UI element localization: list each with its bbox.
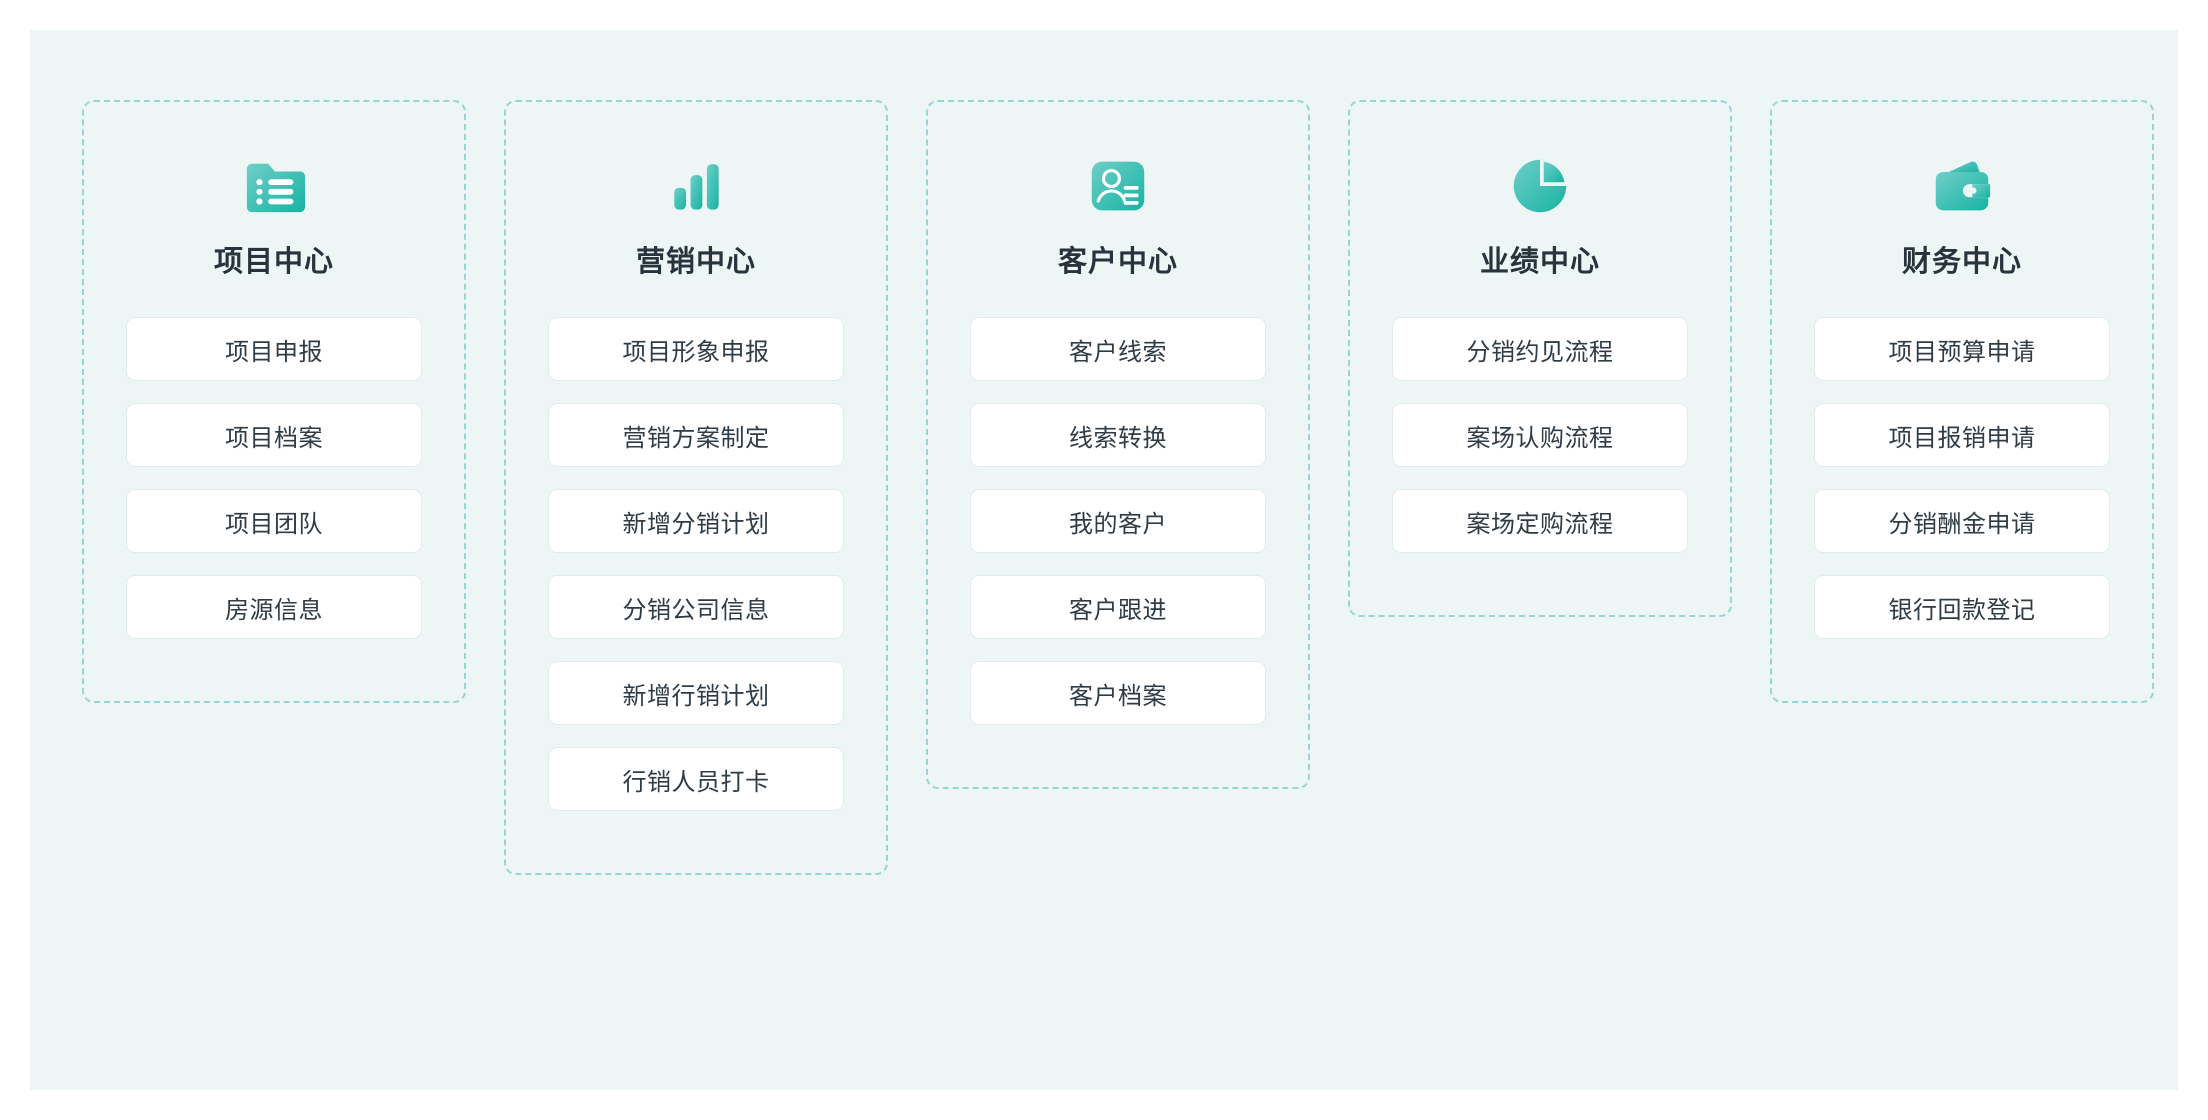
column-title: 项目中心: [213, 246, 334, 278]
folder-list-icon: [238, 150, 310, 222]
menu-item-button[interactable]: 分销约见流程: [1392, 317, 1688, 381]
menu-item-button[interactable]: 案场认购流程: [1392, 403, 1688, 467]
menu-item-button[interactable]: 房源信息: [126, 575, 422, 639]
wallet-icon: [1926, 150, 1998, 222]
menu-item-list: 分销约见流程案场认购流程案场定购流程: [1392, 317, 1688, 553]
contact-card-icon: [1082, 150, 1154, 222]
menu-item-list: 项目预算申请项目报销申请分销酬金申请银行回款登记: [1814, 317, 2110, 639]
module-column: 项目中心项目申报项目档案项目团队房源信息: [82, 100, 466, 703]
menu-item-button[interactable]: 营销方案制定: [548, 403, 844, 467]
module-column: 业绩中心分销约见流程案场认购流程案场定购流程: [1348, 100, 1732, 617]
menu-item-button[interactable]: 银行回款登记: [1814, 575, 2110, 639]
menu-item-button[interactable]: 线索转换: [970, 403, 1266, 467]
column-title: 财务中心: [1901, 246, 2022, 278]
menu-item-button[interactable]: 项目预算申请: [1814, 317, 2110, 381]
module-column: 财务中心项目预算申请项目报销申请分销酬金申请银行回款登记: [1770, 100, 2154, 703]
menu-item-button[interactable]: 项目档案: [126, 403, 422, 467]
pie-chart-icon: [1504, 150, 1576, 222]
menu-item-button[interactable]: 客户档案: [970, 661, 1266, 725]
menu-item-button[interactable]: 我的客户: [970, 489, 1266, 553]
module-column: 客户中心客户线索线索转换我的客户客户跟进客户档案: [926, 100, 1310, 789]
module-column: 营销中心项目形象申报营销方案制定新增分销计划分销公司信息新增行销计划行销人员打卡: [504, 100, 888, 875]
menu-item-button[interactable]: 项目团队: [126, 489, 422, 553]
menu-item-button[interactable]: 项目报销申请: [1814, 403, 2110, 467]
menu-item-button[interactable]: 项目形象申报: [548, 317, 844, 381]
column-title: 客户中心: [1057, 246, 1178, 278]
bar-chart-icon: [660, 150, 732, 222]
menu-item-button[interactable]: 行销人员打卡: [548, 747, 844, 811]
menu-item-button[interactable]: 客户线索: [970, 317, 1266, 381]
menu-item-button[interactable]: 客户跟进: [970, 575, 1266, 639]
menu-item-button[interactable]: 项目申报: [126, 317, 422, 381]
menu-item-button[interactable]: 分销酬金申请: [1814, 489, 2110, 553]
column-title: 营销中心: [635, 246, 756, 278]
menu-item-list: 项目形象申报营销方案制定新增分销计划分销公司信息新增行销计划行销人员打卡: [548, 317, 844, 811]
module-columns: 项目中心项目申报项目档案项目团队房源信息营销中心项目形象申报营销方案制定新增分销…: [82, 100, 2158, 875]
menu-item-button[interactable]: 分销公司信息: [548, 575, 844, 639]
column-title: 业绩中心: [1479, 246, 1600, 278]
menu-item-list: 客户线索线索转换我的客户客户跟进客户档案: [970, 317, 1266, 725]
menu-item-button[interactable]: 新增分销计划: [548, 489, 844, 553]
menu-item-button[interactable]: 案场定购流程: [1392, 489, 1688, 553]
menu-item-button[interactable]: 新增行销计划: [548, 661, 844, 725]
menu-item-list: 项目申报项目档案项目团队房源信息: [126, 317, 422, 639]
